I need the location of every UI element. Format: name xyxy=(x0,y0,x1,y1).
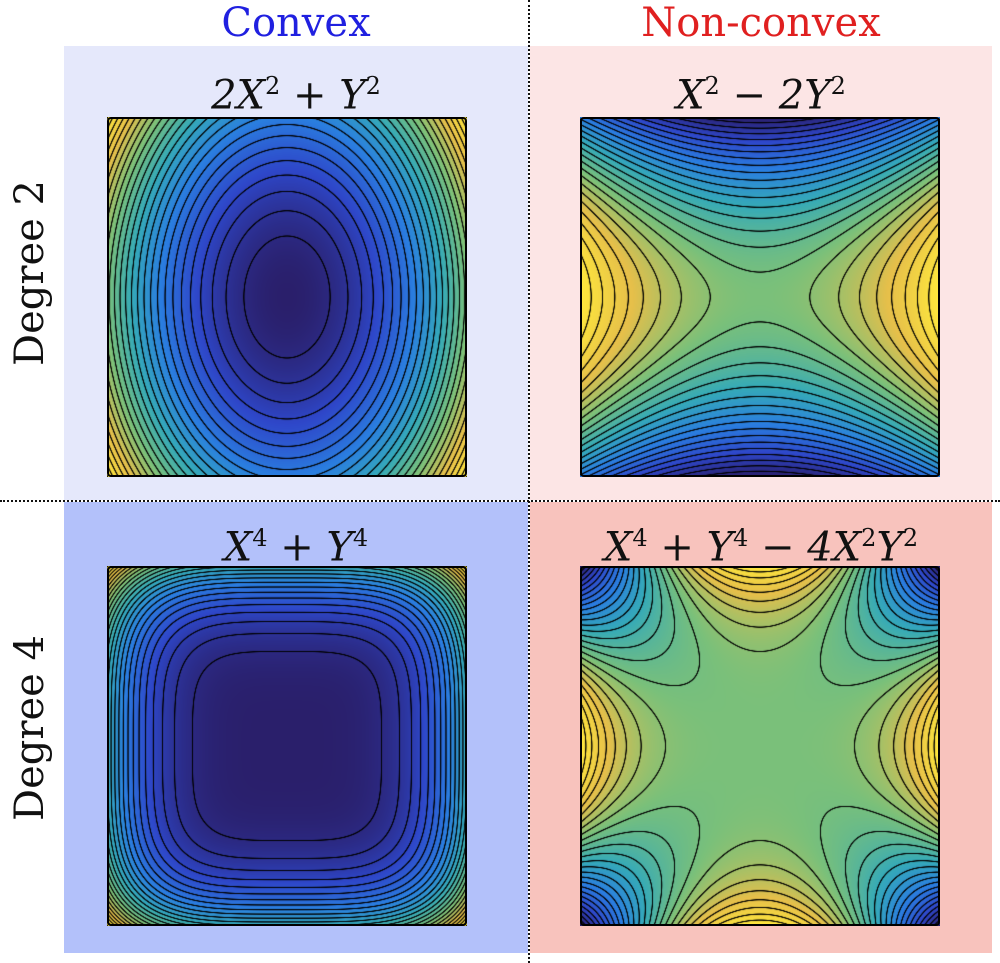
column-header-convex: Convex xyxy=(221,0,371,46)
formula-nonconvex-degree4: X4 + Y4 − 4X2Y2 xyxy=(603,524,919,571)
contour-plot-nonconvex-degree2 xyxy=(580,117,940,477)
row-label-degree2-text: Degree 2 xyxy=(7,180,54,366)
vertical-divider xyxy=(528,0,530,963)
formula-convex-degree2: 2X2 + Y2 xyxy=(211,72,381,119)
row-label-degree4: Degree 4 xyxy=(0,502,60,953)
column-header-nonconvex: Non-convex xyxy=(641,0,881,46)
contour-plot-convex-degree2 xyxy=(107,117,467,477)
contour-plot-convex-degree4 xyxy=(107,566,467,926)
formula-nonconvex-degree2: X2 − 2Y2 xyxy=(676,72,846,119)
contour-canvas-nonconvex-degree4 xyxy=(580,566,940,926)
formula-convex-degree4: X4 + Y4 xyxy=(223,524,369,571)
horizontal-divider xyxy=(0,500,1000,502)
contour-canvas-convex-degree2 xyxy=(107,117,467,477)
row-label-degree2: Degree 2 xyxy=(0,46,60,500)
contour-plot-nonconvex-degree4 xyxy=(580,566,940,926)
contour-canvas-convex-degree4 xyxy=(107,566,467,926)
contour-canvas-nonconvex-degree2 xyxy=(580,117,940,477)
row-label-degree4-text: Degree 4 xyxy=(7,634,54,821)
